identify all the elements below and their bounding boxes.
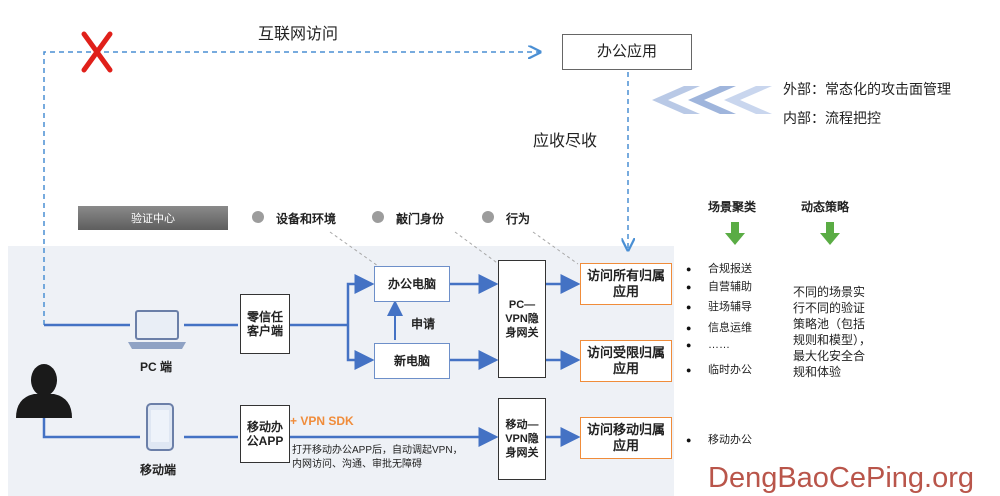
auth-center-bar: 验证中心 — [78, 206, 228, 230]
user-icon — [16, 364, 72, 418]
office-pc-box: 办公电脑 — [374, 266, 450, 302]
mobile-note-line2: 内网访问、沟通、审批无障碍 — [292, 459, 422, 470]
list-item: 合规报送 — [686, 260, 752, 276]
list-item: 驻场辅导 — [686, 298, 752, 314]
down-arrow-icon — [725, 222, 745, 245]
factor-dot — [252, 211, 264, 223]
internal-note: 内部：流程把控 — [783, 110, 881, 126]
vpn-sdk-label: + VPN SDK — [290, 414, 354, 428]
factor-device-env: 设备和环境 — [276, 212, 337, 226]
new-pc-box: 新电脑 — [374, 343, 450, 379]
list-item: …… — [686, 339, 730, 351]
factor-dot — [372, 211, 384, 223]
policy-text: 不同的场景实行不同的验证策略池（包括规则和模型），最大化安全合规和体验 — [793, 285, 872, 379]
mobile-note-line1: 打开移动办公APP后，自动调起VPN， — [292, 445, 463, 456]
blocked-x-icon — [81, 31, 113, 73]
down-arrow-icon — [820, 222, 840, 245]
factor-knock-identity: 敲门身份 — [396, 212, 445, 226]
internet-access-label: 互联网访问 — [258, 26, 339, 43]
list-item: 信息运维 — [686, 319, 752, 335]
target-all-apps: 访问所有归属应用 — [580, 263, 672, 305]
list-item: 临时办公 — [686, 361, 752, 377]
laptop-icon — [128, 310, 186, 349]
scenario-title: 场景聚类 — [708, 200, 757, 214]
list-item: 自营辅助 — [686, 278, 752, 294]
target-limited-apps: 访问受限归属应用 — [580, 340, 672, 382]
office-app-box: 办公应用 — [562, 34, 692, 70]
mobile-app-box: 移动办公APP — [240, 405, 290, 463]
mobile-vpn-gateway-box: 移动—VPN隐身网关 — [498, 398, 546, 480]
apply-label: 申请 — [411, 317, 436, 331]
converge-label: 应收尽收 — [533, 133, 598, 150]
target-mobile-apps: 访问移动归属应用 — [580, 417, 672, 459]
mobile-label: 移动端 — [140, 463, 177, 477]
factor-dot — [482, 211, 494, 223]
policy-title: 动态策略 — [801, 200, 850, 214]
watermark: DengBaoCePing.org — [708, 462, 975, 494]
internet-access-dashed-line — [43, 52, 540, 325]
external-note: 外部：常态化的攻击面管理 — [783, 81, 951, 97]
zero-trust-client-box: 零信任客户端 — [240, 294, 290, 354]
pc-label: PC 端 — [140, 360, 173, 374]
factor-behavior: 行为 — [506, 212, 531, 226]
pc-vpn-gateway-box: PC—VPN隐身网关 — [498, 260, 546, 378]
list-item: 移动办公 — [686, 431, 752, 447]
phone-icon — [146, 403, 174, 451]
chevron-left-icon — [652, 86, 772, 114]
